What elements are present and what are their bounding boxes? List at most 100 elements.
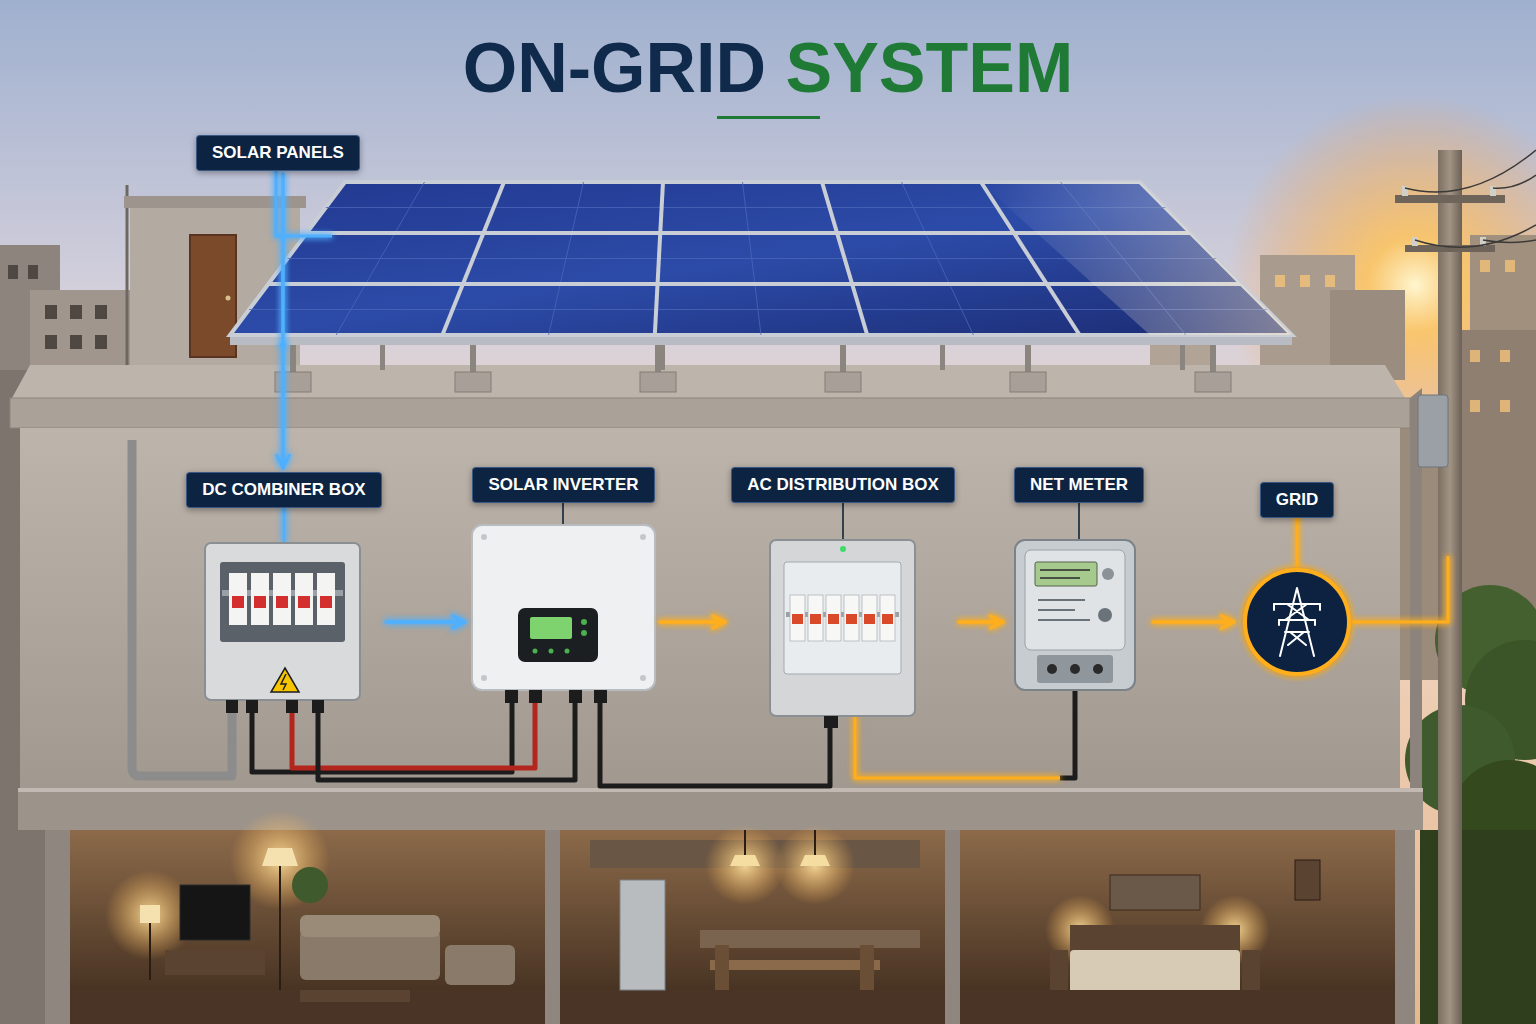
- interior-rooms: [300, 930, 440, 980]
- title-underline: [717, 116, 820, 119]
- solar-panel-array: [1210, 340, 1216, 375]
- city-skyline: [1470, 400, 1480, 412]
- trees: [1405, 585, 1536, 1024]
- distribution-box: [826, 595, 841, 641]
- utility-pole: [1402, 186, 1408, 196]
- diagram-title: ON-GRID SYSTEM: [0, 28, 1536, 108]
- distribution-box: [882, 614, 893, 624]
- utility-pole: [1412, 237, 1418, 246]
- leader-lines: [1078, 498, 1080, 540]
- cables: [855, 716, 1060, 778]
- net-meter: [1047, 664, 1057, 674]
- cables: [318, 703, 575, 780]
- interior-rooms: [45, 810, 1415, 1024]
- net-meter: [1015, 540, 1135, 690]
- component-label: SOLAR INVERTER: [472, 467, 654, 503]
- solar-panel-array: [470, 340, 476, 375]
- solar-panel-array: [640, 372, 676, 392]
- component-label: NET METER: [1014, 467, 1144, 503]
- combiner-box: [232, 596, 244, 608]
- city-skyline: [70, 335, 82, 349]
- distribution-box: [810, 614, 821, 624]
- cables: [292, 703, 535, 768]
- solar-inverter: [640, 675, 646, 681]
- flow-arrow: [660, 620, 725, 624]
- combiner-box: [273, 573, 291, 625]
- building: [10, 398, 1410, 428]
- solar-inverter: [640, 534, 646, 540]
- interior-rooms: [1065, 990, 1245, 1002]
- net-meter: [1040, 570, 1090, 578]
- building: [18, 788, 1423, 830]
- interior-rooms: [545, 830, 560, 1024]
- net-meter: [1037, 655, 1113, 683]
- flow-arrow: [1153, 620, 1234, 624]
- title-underline: [717, 116, 820, 119]
- interior-rooms: [960, 830, 1395, 1024]
- city-skyline: [95, 335, 107, 349]
- distribution-box: [846, 614, 857, 624]
- rooftop-room: [190, 235, 236, 357]
- interior-rooms: [45, 830, 70, 1024]
- solar-panel-array: [290, 340, 296, 375]
- grid-symbol: [1245, 570, 1349, 674]
- solar-inverter: [581, 619, 587, 625]
- distribution-box: [770, 540, 915, 728]
- interior-rooms: [710, 960, 880, 970]
- combiner-box: [229, 573, 335, 625]
- label-text: NET METER: [1030, 475, 1128, 495]
- net-meter: [1102, 568, 1114, 580]
- label-text: GRID: [1276, 490, 1319, 510]
- interior-rooms: [620, 880, 665, 990]
- city-skyline: [0, 235, 1536, 1024]
- grid-symbol: [1274, 588, 1320, 656]
- net-meter: [1070, 664, 1080, 674]
- interior-rooms: [149, 923, 151, 980]
- solar-inverter: [533, 649, 538, 654]
- distribution-box: [808, 595, 823, 641]
- solar-inverter: [472, 525, 655, 703]
- combiner-box: [281, 674, 286, 690]
- distribution-box: [824, 716, 838, 728]
- cables: [1060, 690, 1075, 778]
- utility-pole: [1483, 240, 1536, 243]
- distribution-box: [862, 595, 877, 641]
- utility-pole: [1418, 395, 1448, 467]
- combiner-box: [286, 700, 298, 713]
- interior-rooms: [744, 830, 746, 855]
- solar-inverter: [529, 690, 542, 703]
- city-skyline: [1505, 260, 1515, 272]
- city-skyline: [8, 265, 107, 349]
- combiner-box: [220, 562, 345, 642]
- solar-inverter: [594, 690, 607, 703]
- city-skyline: [1455, 330, 1536, 630]
- combiner-box: [254, 596, 266, 608]
- utility-pole: [1438, 150, 1462, 1024]
- combiner-box: [246, 700, 258, 713]
- interior-rooms: [300, 915, 440, 937]
- solar-inverter: [481, 675, 487, 681]
- interior-rooms: [560, 990, 945, 1024]
- city-skyline: [45, 335, 57, 349]
- flow-arrow: [386, 620, 465, 624]
- interior-rooms: [1295, 860, 1320, 900]
- building: [18, 788, 1423, 792]
- component-label: DC COMBINER BOX: [186, 472, 381, 508]
- building: [10, 365, 1423, 1024]
- distribution-box: [828, 614, 839, 624]
- interior-rooms: [180, 885, 250, 940]
- building: [20, 428, 1400, 790]
- solar-inverter: [481, 534, 487, 540]
- solar-inverter: [533, 619, 588, 654]
- label-text: AC DISTRIBUTION BOX: [747, 475, 939, 495]
- city-skyline: [1500, 400, 1510, 412]
- solar-inverter: [549, 649, 554, 654]
- solar-panel-array: [822, 182, 867, 335]
- combiner-box: [271, 668, 299, 692]
- rooftop-room: [226, 296, 231, 301]
- label-text: SOLAR INVERTER: [488, 475, 638, 495]
- component-node: DC COMBINER BOX: [186, 472, 382, 702]
- solar-inverter: [569, 690, 582, 703]
- grid-symbol: [1280, 588, 1314, 656]
- combiner-box: [226, 700, 238, 713]
